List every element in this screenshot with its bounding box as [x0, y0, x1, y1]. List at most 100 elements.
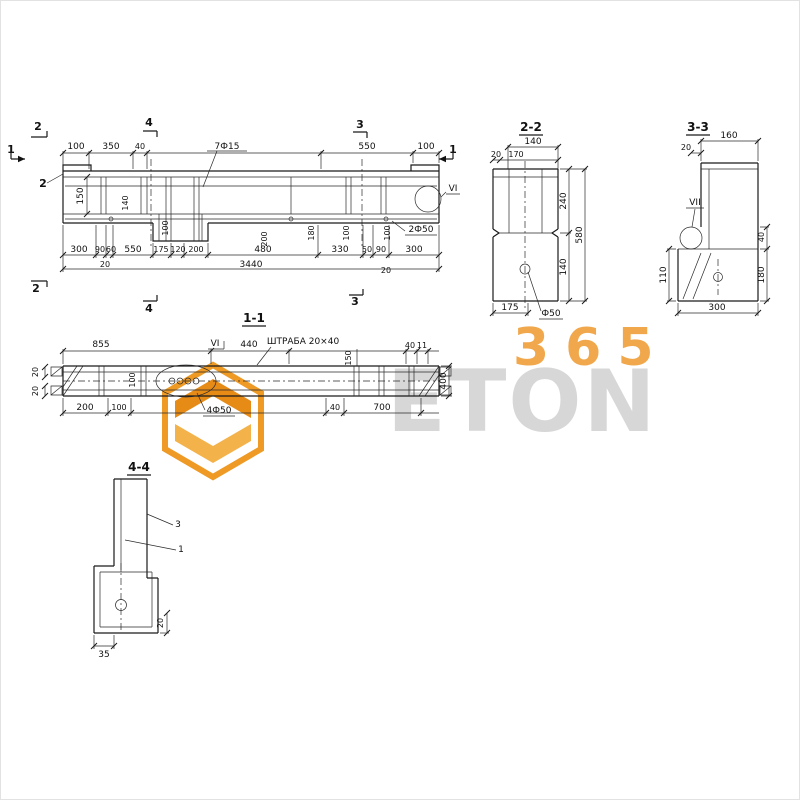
- rebar-callout-7f15: 7Ф15: [215, 142, 240, 152]
- dim-line: [568, 169, 586, 301]
- tick-marks: [489, 309, 532, 317]
- dim-label: 150: [344, 350, 353, 365]
- dim-label: 110: [659, 266, 669, 283]
- dim-label: 200: [188, 245, 203, 254]
- tick-marks: [445, 362, 453, 400]
- arrowhead-icon: [18, 155, 25, 163]
- end-plates: [50, 366, 452, 396]
- dim-label: 550: [358, 142, 375, 152]
- dim-label: 150: [76, 187, 86, 204]
- watermark-brand: ETON: [387, 352, 658, 452]
- logo-chevron-bottom: [175, 424, 251, 463]
- dim-label: 20: [156, 618, 165, 628]
- tick-marks: [59, 347, 432, 355]
- callout-leader: [124, 513, 177, 551]
- rebar-dot: [168, 377, 176, 385]
- dim-label: 330: [331, 245, 348, 255]
- cut-marker-flag: [143, 130, 158, 137]
- extension-lines: [700, 139, 759, 161]
- dim-label: 20: [31, 367, 40, 377]
- dim-label: 100: [161, 220, 170, 235]
- tick-marks: [59, 251, 443, 259]
- extension-lines: [62, 398, 422, 416]
- dim-label: 100: [417, 142, 434, 152]
- section-2-2-view: 2-2 140 20 170 240 140 580 175 Ф50: [489, 120, 589, 320]
- detail-label-vii: VII: [689, 198, 700, 208]
- cut-marker-3-bottom: 3: [351, 295, 359, 308]
- bar-outline: [62, 365, 440, 397]
- cut-marker-flag: [353, 131, 368, 138]
- tick-marks: [697, 137, 762, 145]
- rebar-callout-2f50: 2Ф50: [409, 225, 434, 235]
- callout-leader: [391, 220, 437, 236]
- extension-lines: [62, 349, 429, 364]
- dim-label: 40: [757, 232, 766, 242]
- section-outline: [93, 478, 159, 634]
- callout-1: 1: [178, 545, 184, 555]
- dim-label: 140: [121, 195, 130, 210]
- rebar-dot: [192, 377, 200, 385]
- dim-label: 40: [405, 341, 415, 350]
- dim-label: 170: [508, 150, 523, 159]
- tick-marks: [687, 149, 705, 157]
- tick-marks: [59, 149, 443, 157]
- section-inner-lines: [493, 169, 558, 234]
- callout-3: 3: [175, 520, 181, 530]
- section-title: 3-3: [687, 120, 709, 134]
- dim-label: 20: [381, 266, 391, 275]
- callout-leader: [46, 173, 64, 184]
- cut-marker-2-top: 2: [34, 120, 42, 133]
- dim-label: 20: [491, 150, 501, 159]
- dim-label: 175: [501, 303, 518, 313]
- extension-lines: [62, 151, 440, 169]
- dim-label: 50: [362, 245, 372, 254]
- dim-label: 90: [376, 245, 386, 254]
- callout-leader: [196, 392, 235, 417]
- callout-leader: [440, 191, 460, 198]
- section-inner-lines: [678, 168, 758, 300]
- tick-marks: [59, 265, 443, 273]
- tick-marks: [59, 409, 425, 417]
- dim-label: 140: [559, 258, 569, 275]
- dim-label: 400: [439, 372, 449, 389]
- beam-inner-lines: [63, 176, 439, 241]
- cut-marker-4-bottom: 4: [145, 302, 153, 315]
- cut-plane-lines: [150, 159, 363, 249]
- dim-label: 350: [102, 142, 119, 152]
- dim-label: 480: [254, 245, 271, 255]
- detail-circle-vi: [414, 185, 442, 213]
- section-outline: [677, 162, 759, 302]
- section-outline: [492, 168, 559, 302]
- dim-label: 100: [383, 225, 392, 240]
- dim-label: 160: [720, 131, 737, 141]
- watermark-hexagon-logo-icon: [162, 361, 264, 481]
- extension-lines: [677, 303, 759, 316]
- dim-label: 20: [31, 386, 40, 396]
- extension-lines: [492, 303, 529, 316]
- dim-label: 180: [757, 266, 767, 283]
- section-title: 4-4: [128, 460, 150, 474]
- extension-lines: [62, 225, 440, 272]
- detail-circle-vii: [679, 226, 703, 250]
- dim-label: 100: [67, 142, 84, 152]
- dim-label: 40: [330, 403, 340, 412]
- callout-leader: [202, 150, 247, 188]
- dim-label: 90: [95, 245, 105, 254]
- tick-marks: [674, 309, 762, 317]
- dim-label: 120: [170, 245, 185, 254]
- beam-outline: [62, 164, 440, 242]
- hole-circle: [713, 272, 723, 282]
- dim-label: 100: [342, 225, 351, 240]
- section-1-1-view: 1-1 855 440 40 11 VI ШТРАБА 20×40 20 20 …: [31, 311, 453, 417]
- rebar-callout-4f50: 4Ф50: [207, 406, 232, 416]
- tick-marks: [41, 363, 49, 400]
- detail-label-vi: VI: [211, 339, 220, 349]
- dim-label: 175: [153, 245, 168, 254]
- dim-label: 60: [106, 245, 116, 254]
- rebar-dot: [184, 377, 192, 385]
- dim-label-total: 3440: [240, 260, 263, 270]
- callout-leader: [208, 341, 225, 350]
- cut-marker-flag: [31, 280, 48, 287]
